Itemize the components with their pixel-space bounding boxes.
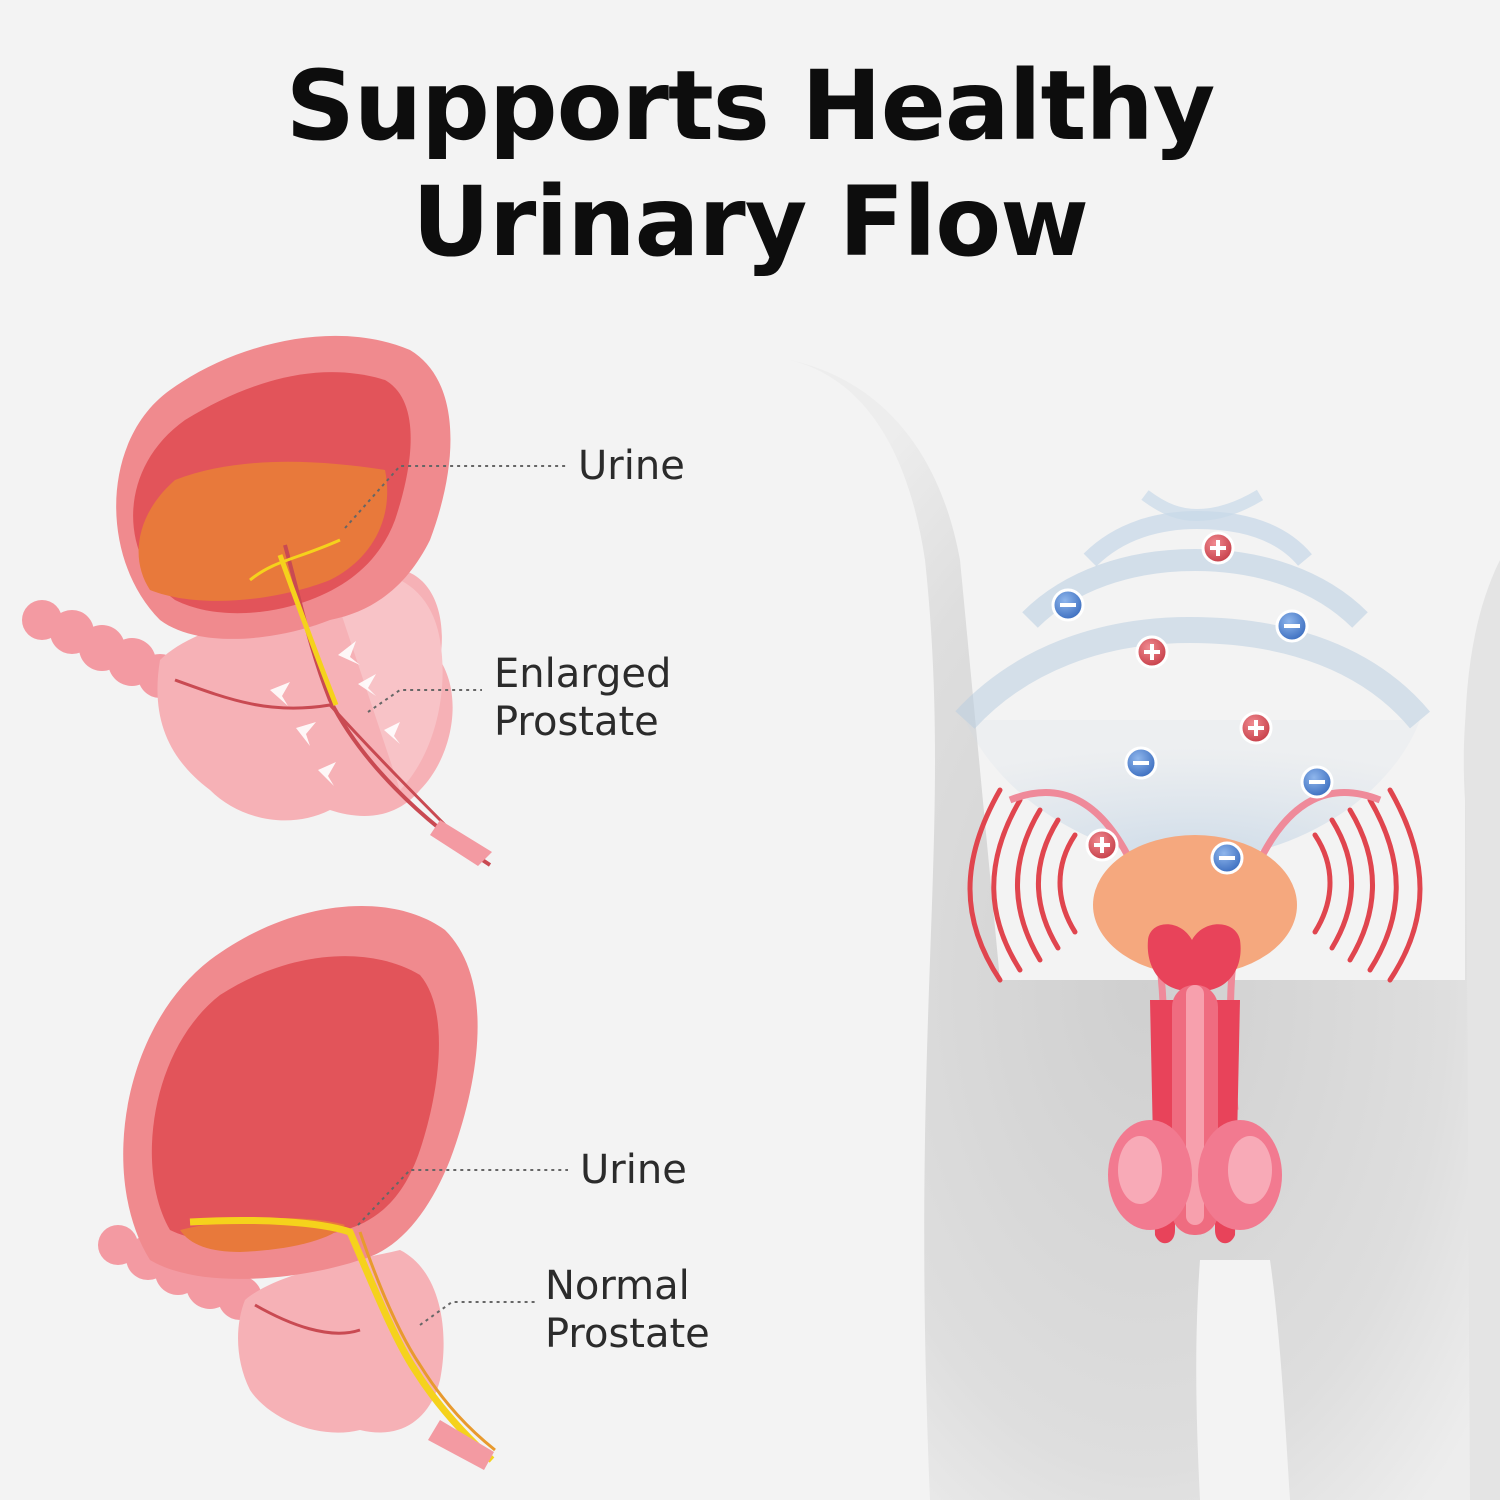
urine-label-top: Urine xyxy=(578,443,685,489)
enlarged-prostate-label: Enlarged Prostate xyxy=(494,650,671,746)
plus-icon xyxy=(1201,531,1235,565)
enlarged-prostate-label-line-1: Enlarged xyxy=(494,651,672,697)
normal-prostate xyxy=(238,1250,444,1433)
minus-icon xyxy=(1051,588,1085,622)
minus-icon xyxy=(1300,765,1334,799)
minus-icon xyxy=(1124,746,1158,780)
title-line-2: Urinary Flow xyxy=(412,166,1089,278)
energy-waves xyxy=(955,489,1430,860)
normal-prostate-label-line-2: Prostate xyxy=(545,1311,710,1357)
plus-icon xyxy=(1239,711,1273,745)
enlarged-prostate-label-line-2: Prostate xyxy=(494,699,659,745)
minus-icon xyxy=(1275,609,1309,643)
minus-icon xyxy=(1210,841,1244,875)
urine-top xyxy=(138,461,388,601)
plus-icon xyxy=(1085,828,1119,862)
reproductive-organs xyxy=(1008,789,1382,1244)
ions xyxy=(1051,531,1334,875)
normal-prostate-diagram xyxy=(98,906,496,1470)
title-line-1: Supports Healthy xyxy=(285,50,1216,162)
vibration-arcs-right xyxy=(1312,787,1423,983)
vibration-arcs-left xyxy=(967,787,1078,983)
leader-lines-top xyxy=(344,465,568,713)
normal-prostate-label: Normal Prostate xyxy=(545,1262,710,1358)
body-silhouette xyxy=(790,360,1500,1500)
plus-icon xyxy=(1135,635,1169,669)
urine-label-bottom: Urine xyxy=(580,1147,687,1193)
normal-prostate-label-line-1: Normal xyxy=(545,1263,690,1309)
enlarged-prostate-diagram xyxy=(22,335,492,867)
page-title: Supports Healthy Urinary Flow xyxy=(0,48,1500,280)
